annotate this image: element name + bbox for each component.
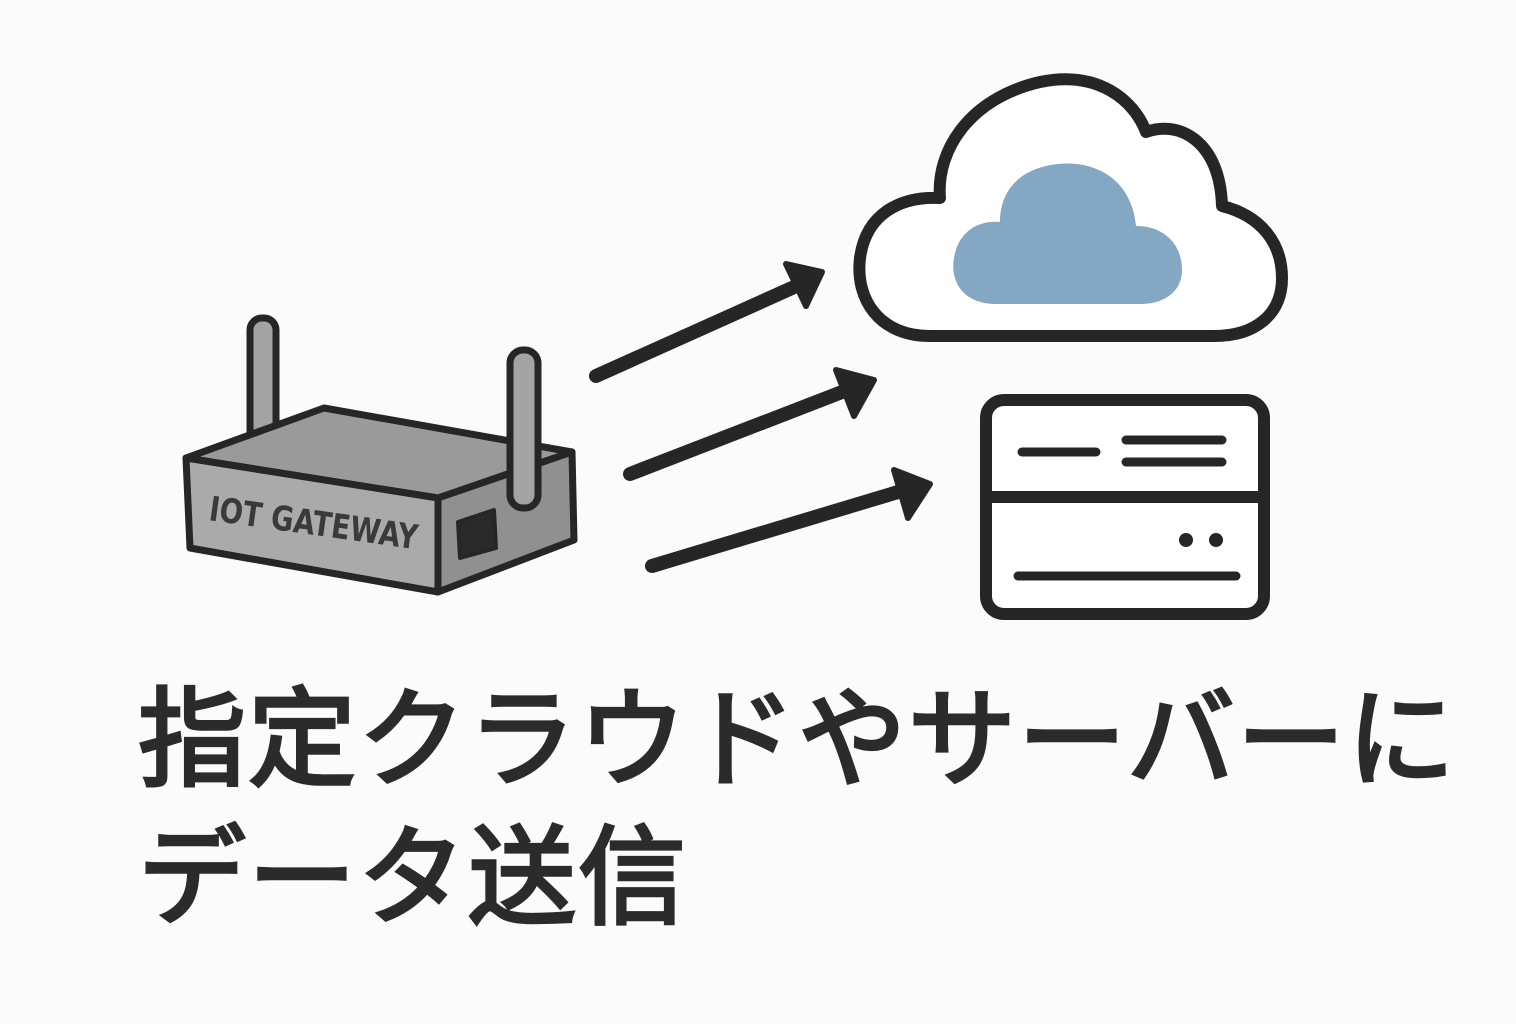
server-light-2 bbox=[1209, 533, 1223, 547]
gateway-port bbox=[456, 508, 498, 560]
arrow-3-shaft bbox=[645, 485, 905, 573]
arrow-3-head bbox=[891, 467, 933, 521]
cloud-inner-shape bbox=[953, 163, 1182, 304]
arrows bbox=[589, 261, 933, 573]
cloud-icon bbox=[853, 73, 1288, 342]
caption-line-2: データ送信 bbox=[138, 816, 689, 941]
gateway-device bbox=[182, 314, 578, 596]
server-body bbox=[980, 394, 1270, 620]
antenna-right bbox=[506, 346, 542, 512]
arrow-1-shaft bbox=[589, 281, 799, 383]
server-light-1 bbox=[1179, 533, 1193, 547]
server-icon bbox=[980, 394, 1270, 620]
arrow-1-head bbox=[783, 261, 825, 309]
arrow-2-head bbox=[833, 367, 877, 419]
caption-line-1: 指定クラウドやサーバーに bbox=[138, 678, 1457, 803]
arrow-2-shaft bbox=[623, 385, 849, 481]
caption: 指定クラウドやサーバーに データ送信 bbox=[138, 672, 1478, 948]
